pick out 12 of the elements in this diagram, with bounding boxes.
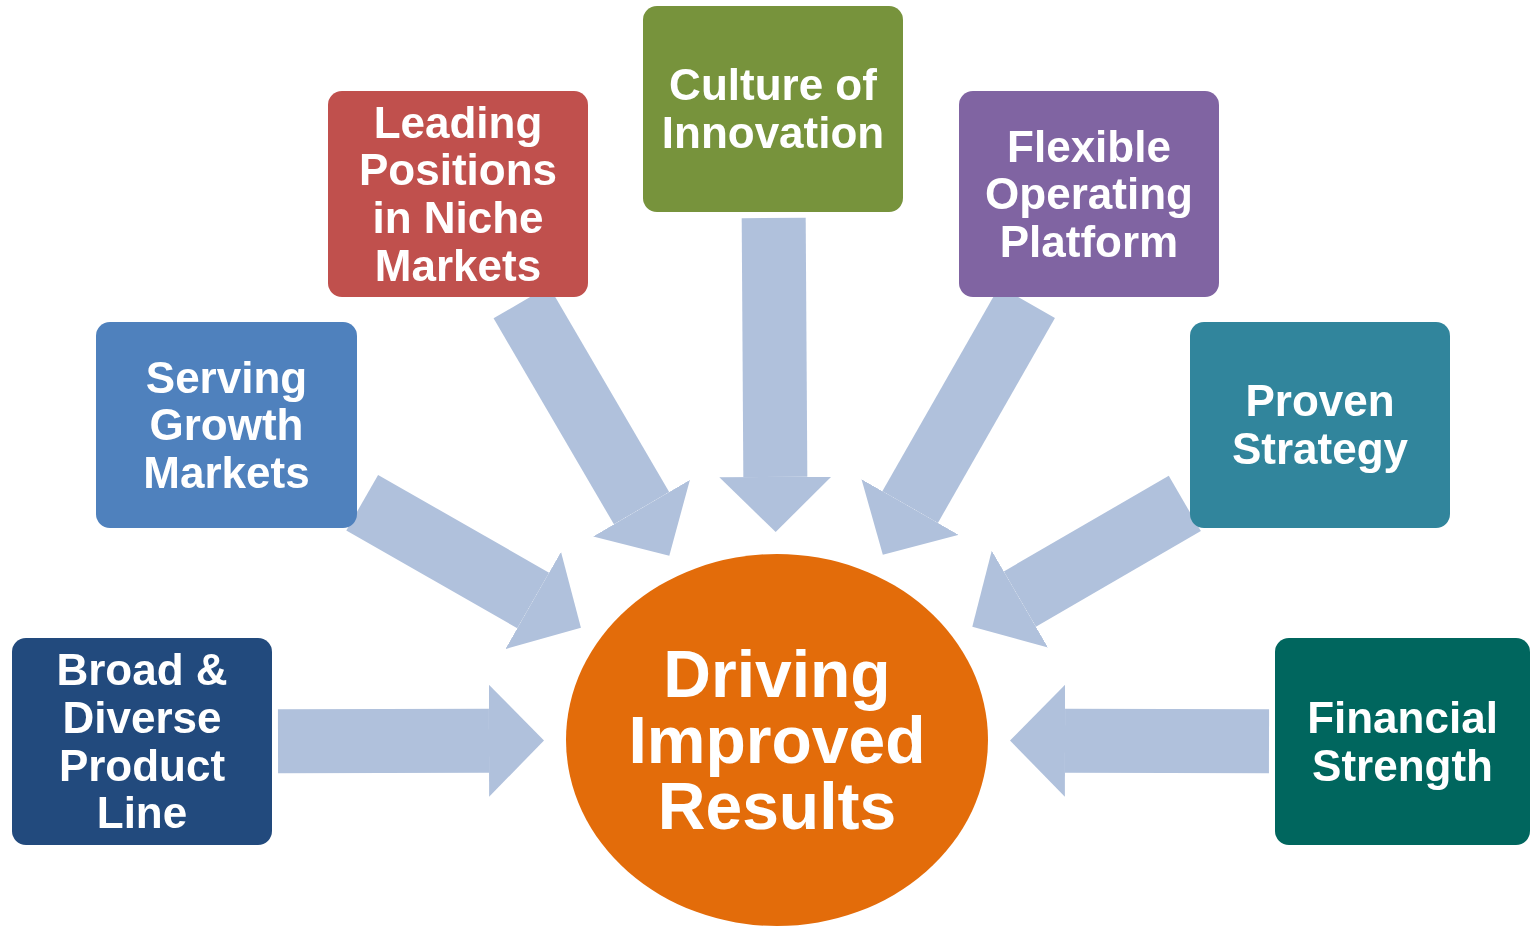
factor-box: Broad & Diverse Product Line (12, 638, 272, 845)
factor-box: Flexible Operating Platform (959, 91, 1219, 297)
factor-box: Financial Strength (1275, 638, 1530, 845)
block-arrow (972, 475, 1201, 648)
factor-box: Proven Strategy (1190, 322, 1450, 528)
result-circle: Driving Improved Results (566, 554, 988, 926)
factor-box: Serving Growth Markets (96, 322, 357, 528)
block-arrow (719, 217, 832, 532)
factor-box: Leading Positions in Niche Markets (328, 91, 588, 297)
block-arrow (277, 684, 544, 797)
block-arrow (346, 474, 581, 650)
factor-box: Culture of Innovation (643, 6, 903, 212)
